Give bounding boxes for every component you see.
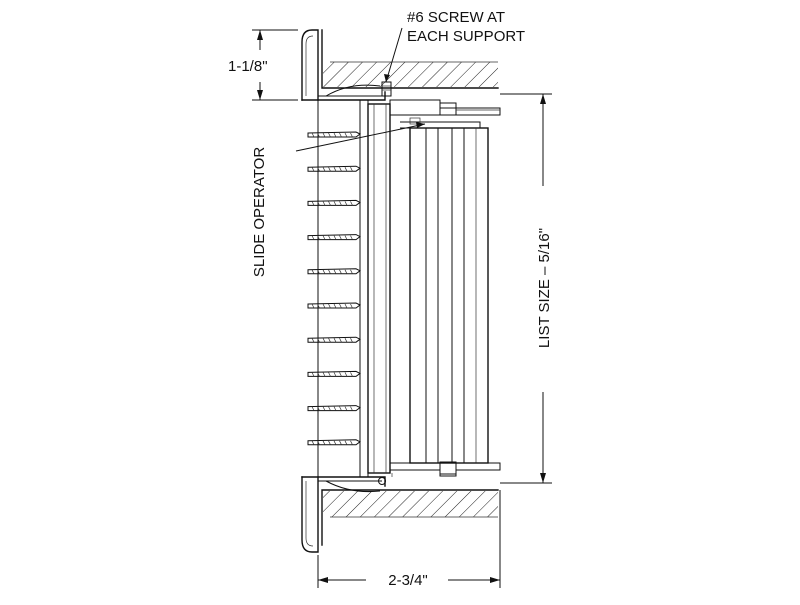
dimension-list-size	[500, 93, 552, 484]
damper-assembly	[389, 99, 501, 477]
slide-operator-label: SLIDE OPERATOR	[251, 147, 268, 277]
grille-blade	[307, 439, 361, 446]
dimension-top	[252, 29, 298, 101]
frame-flange-top	[301, 29, 386, 101]
list-size-label: LIST SIZE – 5/16"	[536, 228, 553, 348]
grille-blade	[307, 199, 361, 206]
grille-blade	[307, 268, 361, 275]
grille-blade	[307, 370, 361, 377]
dim-bottom-label: 2-3/4"	[388, 572, 428, 589]
wall-bottom	[321, 489, 499, 546]
grille-blade	[307, 234, 361, 241]
dim-top-label: 1-1/8"	[228, 58, 268, 75]
support-screw	[378, 81, 392, 485]
grille-blades	[307, 131, 361, 446]
grille-blade	[307, 302, 361, 309]
grille-face	[317, 99, 391, 478]
grille-blade	[307, 165, 361, 172]
grille-blade	[307, 131, 361, 138]
grille-blade	[307, 336, 361, 343]
screw-leader	[384, 27, 403, 83]
grille-blade	[307, 405, 361, 412]
screw-note-line1: #6 SCREW AT	[407, 9, 505, 26]
screw-note-line2: EACH SUPPORT	[407, 28, 525, 45]
slide-operator-leader	[295, 122, 426, 152]
wall-top	[321, 29, 499, 89]
dimension-bottom	[317, 490, 501, 588]
